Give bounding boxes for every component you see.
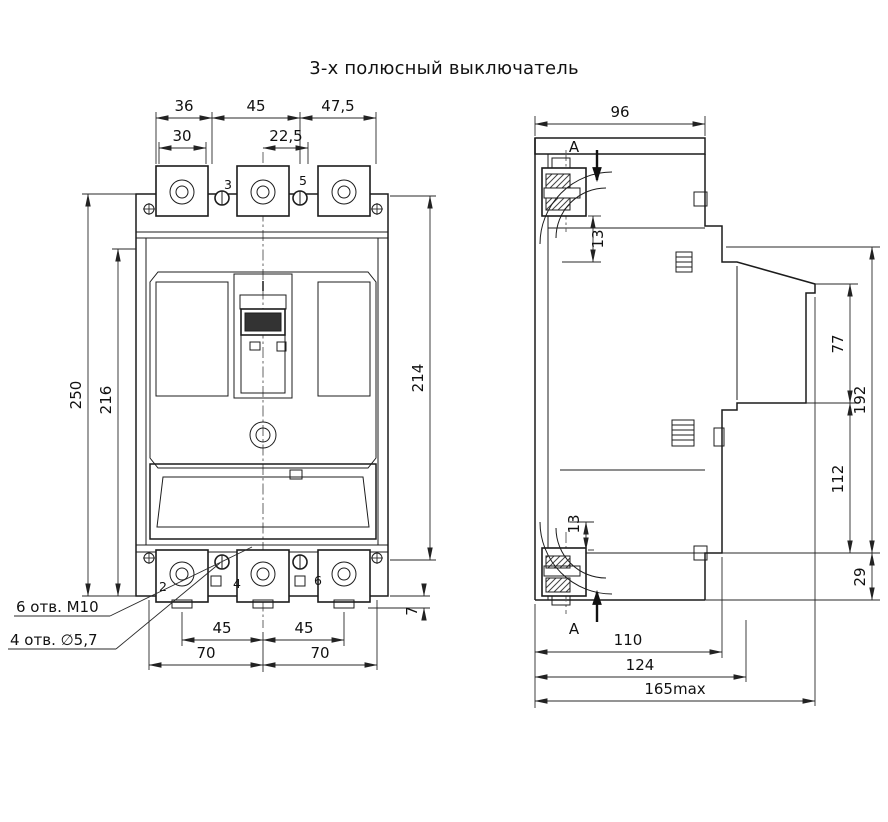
pole-number-5: 5: [299, 173, 307, 188]
front-bottom-dimensions: 45 45 70 70: [148, 600, 378, 672]
dim-width-30: 30: [172, 127, 191, 145]
section-a-marks: A A: [569, 138, 602, 638]
terminal-section-bottom: [539, 521, 613, 614]
dim-gap-7: 7: [403, 606, 421, 616]
pole-number-6: 6: [314, 573, 322, 588]
side-profile: [704, 154, 816, 600]
dim-width-47-5: 47,5: [321, 97, 354, 115]
dim-13-bottom: 13: [565, 514, 583, 533]
dim-height-112: 112: [829, 465, 847, 494]
dim-depth-96: 96: [610, 103, 629, 121]
dim-width-45-bottom-left: 45: [212, 619, 231, 637]
front-view-drawing: 3 5 2 4 6 36 45 47,5: [8, 97, 436, 672]
dim-width-45-bottom-right: 45: [294, 619, 313, 637]
callout-6-holes-m10: 6 отв. М10: [16, 598, 99, 616]
dim-height-214: 214: [409, 364, 427, 393]
dim-width-36: 36: [174, 97, 193, 115]
page-title: 3-х полюсный выключатель: [309, 58, 579, 79]
dim-13-top: 13: [589, 229, 607, 248]
terminal-section-top: [539, 150, 613, 245]
cover-latch: [713, 427, 725, 447]
vent-grille-top: [675, 251, 693, 273]
front-face-panel: [149, 271, 377, 469]
top-terminals: [143, 165, 383, 217]
breaker-body-outline: [135, 193, 389, 597]
front-left-dimensions: 250 216: [67, 193, 136, 597]
side-view-drawing: A A 96 13 13: [534, 103, 880, 708]
dim-width-45-top: 45: [246, 97, 265, 115]
front-right-dimensions: 214 7: [368, 195, 436, 621]
callout-4-holes-5-7: 4 отв. ∅5,7: [10, 631, 98, 649]
side-top-cap: [534, 137, 706, 155]
section-label-a-top: A: [569, 138, 580, 156]
pole-number-2: 2: [159, 579, 167, 594]
side-bottom-dimensions: 110 124 165max: [534, 297, 816, 708]
dim-height-250: 250: [67, 381, 85, 410]
dim-width-22-5: 22,5: [269, 127, 302, 145]
side-right-dimensions: 77 112 192 29: [705, 246, 880, 601]
rating-label-window: [149, 463, 377, 540]
dim-height-192: 192: [851, 386, 869, 415]
vent-grille-mid: [671, 419, 695, 447]
dim-height-29: 29: [851, 567, 869, 586]
trip-button-icon: [249, 341, 261, 351]
front-top-dimensions: 36 45 47,5 30 22,5: [155, 97, 377, 164]
pole-number-4: 4: [233, 576, 241, 591]
dim-depth-124: 124: [626, 656, 655, 674]
dim-height-77: 77: [829, 334, 847, 353]
side-top-dimension: 96: [534, 103, 706, 136]
dim-depth-165max: 165max: [644, 680, 705, 698]
breaker-handle: [233, 273, 293, 399]
dim-depth-110: 110: [614, 631, 643, 649]
bottom-terminals: [136, 544, 388, 609]
terminal-offset-dimensions: 13 13: [562, 215, 607, 551]
cover-screw-icon: [249, 421, 277, 449]
section-label-a-bottom: A: [569, 620, 580, 638]
dim-width-70-right: 70: [310, 644, 329, 662]
pole-number-3: 3: [224, 177, 232, 192]
dim-width-70-left: 70: [196, 644, 215, 662]
hole-callouts: 6 отв. М10 4 отв. ∅5,7: [8, 546, 253, 650]
dim-height-216: 216: [97, 386, 115, 415]
